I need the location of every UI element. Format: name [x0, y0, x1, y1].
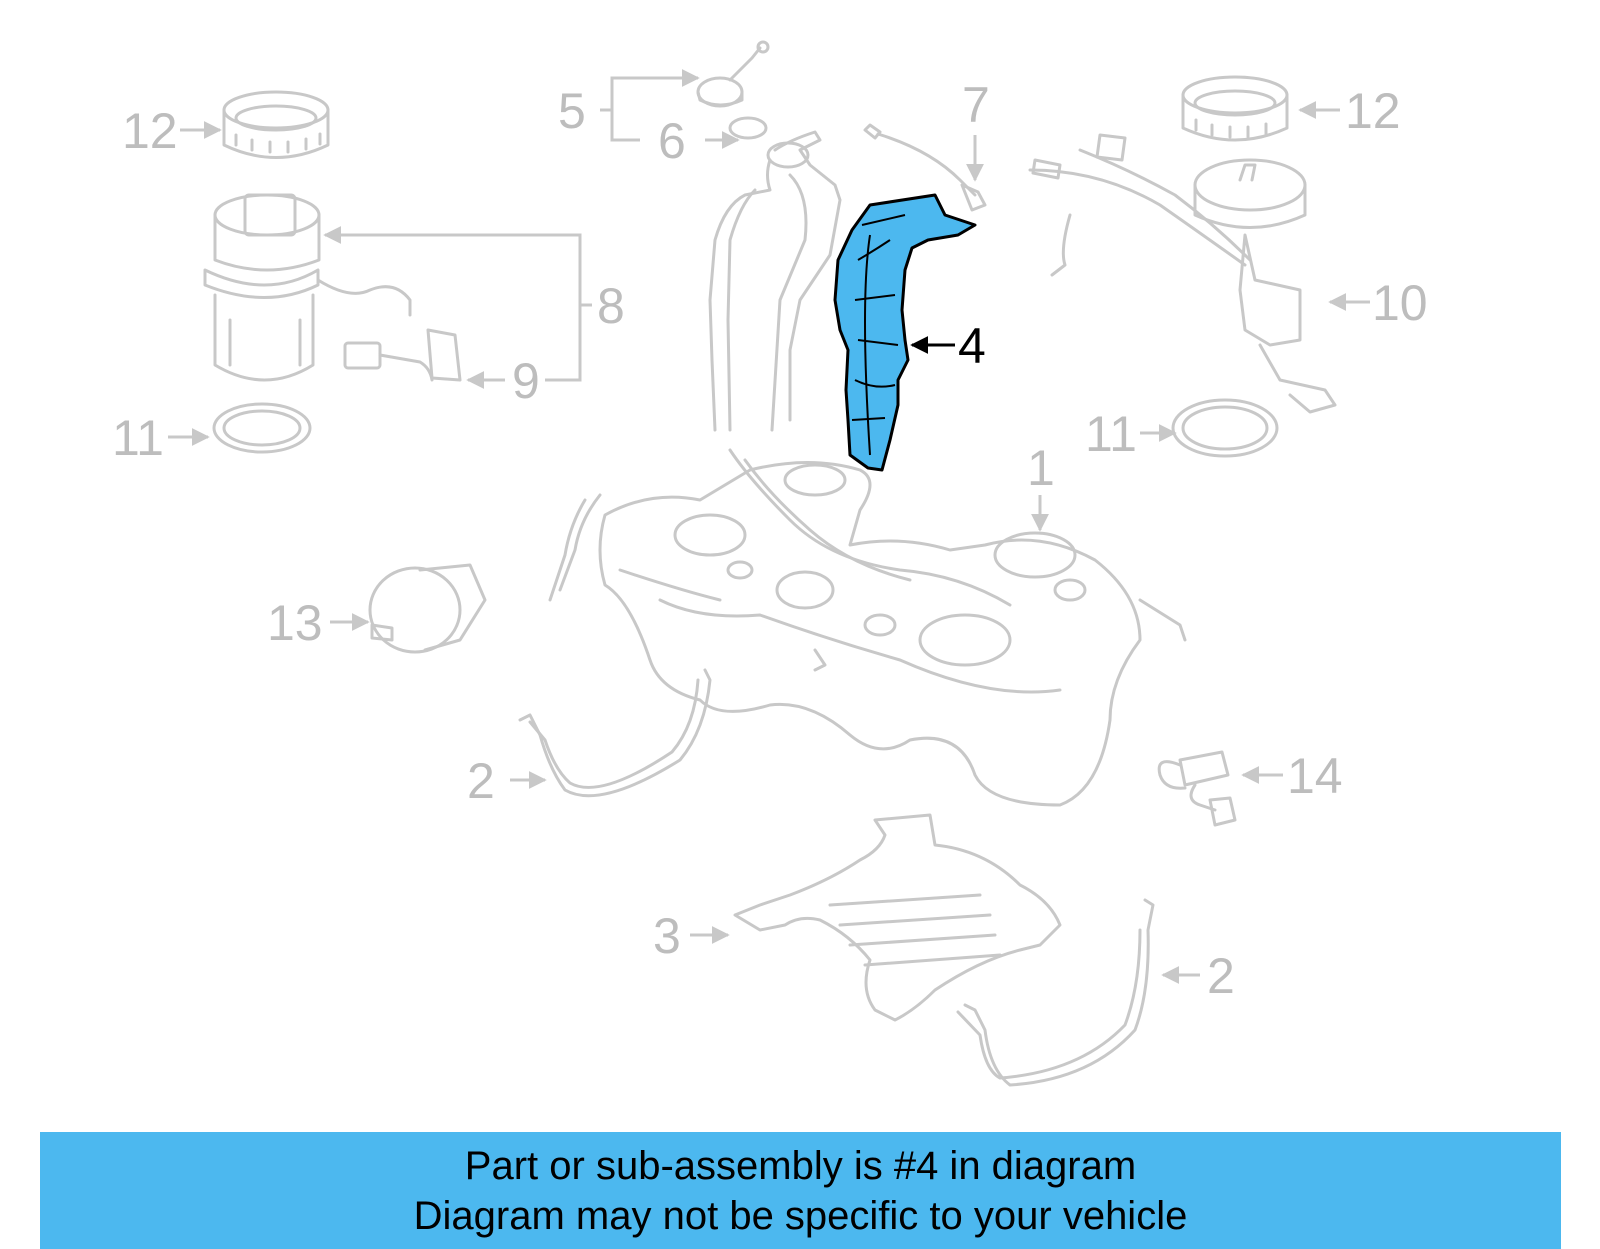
part-4-shape [833, 193, 977, 472]
fuel-pump-module [203, 193, 412, 382]
lock-ring-left [222, 90, 330, 159]
fuel-level-sender-left [343, 328, 462, 382]
fuel-pump-module-right [1028, 133, 1337, 414]
callout-4: 4 [958, 318, 986, 374]
info-banner: Part or sub-assembly is #4 in diagram Di… [40, 1132, 1561, 1249]
callout-10: 10 [1372, 275, 1428, 331]
banner-line-part-number: Part or sub-assembly is #4 in diagram [464, 1143, 1137, 1188]
filler-neck [708, 130, 842, 432]
fuel-filter [368, 563, 487, 654]
ground-cable [863, 123, 987, 212]
callout-3: 3 [653, 908, 681, 964]
callout-9: 9 [512, 353, 540, 409]
callout-12-left: 12 [122, 103, 178, 159]
callout-6: 6 [658, 113, 686, 169]
callout-14: 14 [1287, 748, 1343, 804]
callout-11-left: 11 [112, 410, 164, 466]
callouts: 1 2 2 3 4 5 6 7 8 9 10 11 [112, 69, 1428, 1004]
heat-shield [733, 813, 1062, 1022]
tank-strap-left [518, 668, 712, 798]
tank-strap-right [956, 898, 1155, 1087]
callout-2-left: 2 [467, 753, 495, 809]
callout-1: 1 [1027, 440, 1055, 496]
sensor-connector [1157, 750, 1237, 827]
vent-valve [696, 40, 770, 108]
callout-2-right: 2 [1207, 948, 1235, 1004]
callout-8: 8 [597, 278, 625, 334]
banner-line-disclaimer: Diagram may not be specific to your vehi… [413, 1193, 1188, 1238]
callout-5: 5 [558, 83, 586, 139]
highlighted-part-4 [833, 193, 977, 472]
fuel-tank [548, 448, 1187, 807]
callout-11-right: 11 [1085, 406, 1137, 462]
parts-diagram: 1 2 2 3 4 5 6 7 8 9 10 11 [112, 40, 1428, 1087]
callout-13: 13 [267, 595, 323, 651]
callout-12-right: 12 [1345, 83, 1401, 139]
callout-7: 7 [962, 77, 990, 133]
lock-ring-right [1181, 75, 1289, 142]
seal-ring-right [1171, 398, 1279, 458]
seal-ring-left [212, 402, 312, 454]
o-ring [728, 116, 768, 140]
